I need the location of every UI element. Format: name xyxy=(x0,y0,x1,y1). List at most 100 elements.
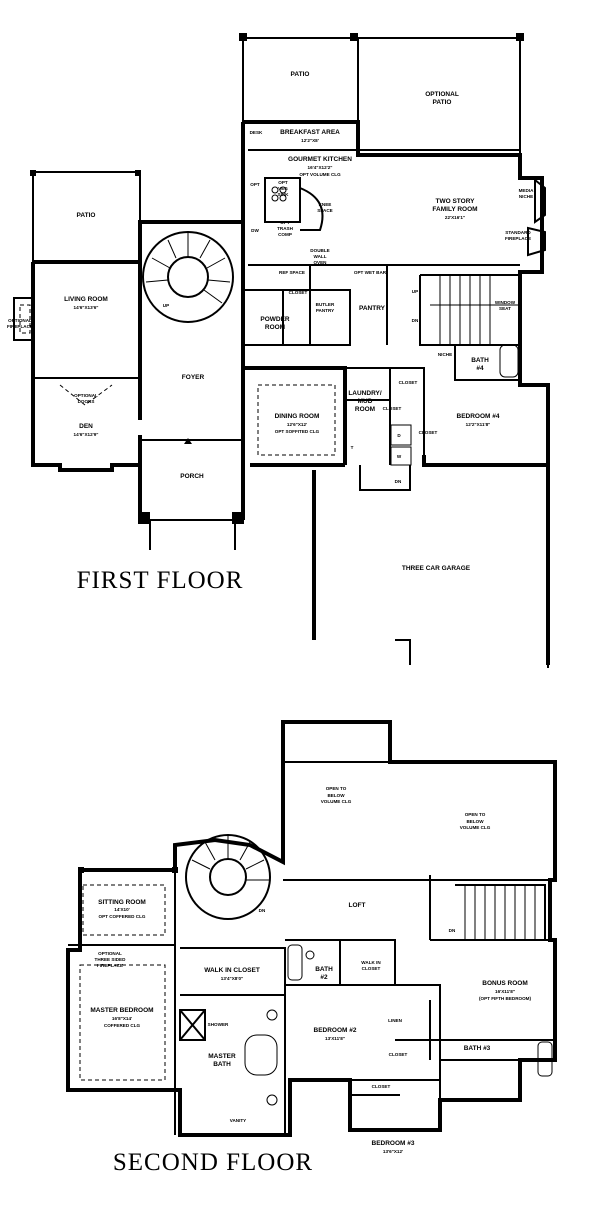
room-note: VEG xyxy=(278,186,288,191)
room-label: TWO STORY xyxy=(436,198,476,205)
room-note: OPT xyxy=(278,180,288,185)
room-note: DOUBLE xyxy=(310,248,329,253)
porch-outline xyxy=(140,439,243,550)
room-dim: 16'X11'8" xyxy=(495,989,515,994)
room-label: BONUS ROOM xyxy=(482,980,528,987)
room-label: FOYER xyxy=(182,374,205,381)
room-label: LOFT xyxy=(349,902,366,909)
appliance-label: T xyxy=(351,445,354,450)
room-note: COMP xyxy=(278,232,292,237)
room-note: TRASH xyxy=(277,226,294,231)
room-label: BELOW xyxy=(466,819,484,824)
room-label: CLOSET xyxy=(289,290,308,295)
appliance-label: D xyxy=(397,433,401,438)
room-note: OVEN xyxy=(313,260,327,265)
room-note: OPT COFFERED CLG xyxy=(99,914,146,919)
room-label: DINING ROOM xyxy=(275,413,320,420)
room-note: VOLUME CLG xyxy=(321,799,352,804)
room-note: WINDOW xyxy=(495,300,516,305)
room-note: STANDARD xyxy=(505,230,531,235)
room-label: MASTER xyxy=(208,1053,236,1060)
room-label: PATIO xyxy=(291,71,310,78)
second-floor-outline xyxy=(66,720,557,1137)
room-label: POWDER xyxy=(260,316,290,323)
room-dim: 12'6"X12' xyxy=(287,422,307,427)
room-note: FIREPLACE xyxy=(97,963,123,968)
room-label: CLOSET xyxy=(419,430,438,435)
room-note: OPTIONAL xyxy=(8,318,32,323)
room-label: OPEN TO xyxy=(326,786,347,791)
room-note: SINK xyxy=(278,192,290,197)
second-floor-plan xyxy=(66,720,557,1137)
room-note: NICHE xyxy=(438,352,452,357)
room-note: (OPT FIFTH BEDROOM) xyxy=(479,996,532,1001)
room-label: PORCH xyxy=(180,473,204,480)
room-label: MASTER BEDROOM xyxy=(90,1007,153,1014)
room-label: OPTIONAL xyxy=(425,91,459,98)
room-label: BATH #3 xyxy=(464,1045,491,1052)
room-label: CLOSET xyxy=(383,406,402,411)
room-note: DOORS xyxy=(78,399,95,404)
patio-outline xyxy=(242,37,521,155)
room-note: NICHE xyxy=(519,194,533,199)
room-label: CLOSET xyxy=(389,1052,408,1057)
room-label: BEDROOM #4 xyxy=(457,413,500,420)
room-dim: 14'6"X13'6" xyxy=(74,305,99,310)
second-floor-title: SECOND FLOOR xyxy=(113,1149,313,1176)
room-note: OPT VOLUME CLG xyxy=(299,172,341,177)
room-note: OPT WET BAR xyxy=(354,270,387,275)
garage-wall xyxy=(312,465,550,665)
room-label: FAMILY ROOM xyxy=(432,206,477,213)
room-label: BATH xyxy=(471,357,489,364)
room-note: DW xyxy=(251,228,259,233)
first-floor-plan xyxy=(13,33,550,668)
room-label: CLOSET xyxy=(372,1084,391,1089)
room-dim: 14'6"X12'9" xyxy=(74,432,99,437)
room-label: CLOSET xyxy=(399,380,418,385)
master-coffered xyxy=(79,964,166,1081)
room-note: COFFERED CLG xyxy=(104,1023,141,1028)
room-dim: 12'2"X8' xyxy=(301,138,319,143)
room-note: OPTIONAL xyxy=(74,393,98,398)
room-dim: 22'X16'1" xyxy=(445,215,465,220)
room-note: FIREPLACE xyxy=(7,324,33,329)
room-label: LINEN xyxy=(388,1018,402,1023)
room-label: BEDROOM #3 xyxy=(372,1140,415,1147)
room-label: PANTRY xyxy=(316,308,334,313)
room-dim: 12'2"X11'8" xyxy=(466,422,491,427)
room-label: ROOM xyxy=(355,406,375,413)
room-label: OPEN TO xyxy=(465,812,486,817)
room-note: REF SPACE xyxy=(279,270,305,275)
room-dim: 16'8"X14' xyxy=(112,1016,132,1021)
room-label: VANITY xyxy=(230,1118,247,1123)
stair-label: DN xyxy=(395,479,402,484)
room-dim: 13'6"X12' xyxy=(383,1149,403,1154)
stair-label: DN xyxy=(449,928,456,933)
room-note: WALL xyxy=(313,254,326,259)
room-note: SPACE xyxy=(317,208,333,213)
room-note: THREE SIDED xyxy=(95,957,127,962)
room-note: OPTIONAL xyxy=(98,951,122,956)
room-label: CLOSET xyxy=(362,966,381,971)
room-label: BUTLER xyxy=(316,302,335,307)
room-dim: 13'X11'8" xyxy=(325,1036,345,1041)
room-label: PATIO xyxy=(433,99,452,106)
room-dim: 13'4"X8'0" xyxy=(221,976,243,981)
room-label: WALK IN CLOSET xyxy=(204,967,260,974)
room-label: #2 xyxy=(320,974,328,981)
stair-label: DN xyxy=(412,318,419,323)
room-label: ROOM xyxy=(265,324,285,331)
room-label: GOURMET KITCHEN xyxy=(288,156,352,163)
room-label: DEN xyxy=(79,423,93,430)
room-note: SEAT xyxy=(499,306,511,311)
room-label: MUD xyxy=(358,398,373,405)
room-label: BREAKFAST AREA xyxy=(280,129,340,136)
room-label: PATIO xyxy=(77,212,96,219)
room-label: DESK xyxy=(250,130,263,135)
room-label: #4 xyxy=(476,365,484,372)
stair-label: UP xyxy=(412,289,418,294)
room-label: PANTRY xyxy=(359,305,386,312)
room-label: WALK IN xyxy=(361,960,381,965)
room-note: OPT SOFFITED CLG xyxy=(275,429,320,434)
